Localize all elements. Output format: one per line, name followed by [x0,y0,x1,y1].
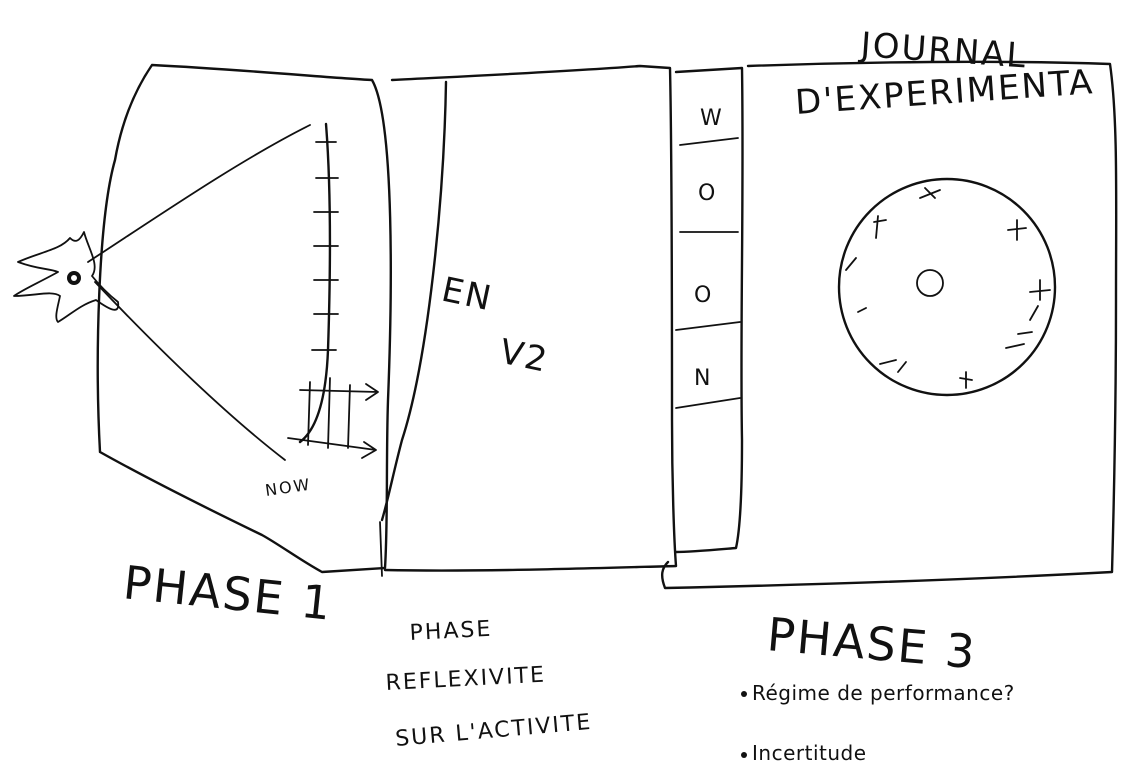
phase1-arrow-upper [300,384,378,400]
phase3-bullet-2: Incertitude [752,741,867,764]
letter-strip-letter-3: O [694,283,713,308]
phase2-panel-text-line2: V2 [496,332,552,381]
phase3-panel: JOURNAL D'EXPERIMENTA PHASE 3 [662,25,1116,764]
dial-icon [839,179,1055,395]
letter-strip-letter-2: O [698,181,717,206]
bullet-dot [741,691,747,697]
phase1-title: PHASE 1 [121,555,335,631]
phase1-view-line-lower [95,282,285,460]
phase2-panel-text-line1: EN [438,270,496,320]
phase3-title: PHASE 3 [765,607,979,679]
phase1-now-label: NOW [264,475,313,500]
letter-strip-letter-1: W [700,106,724,131]
phase3-bullet-list: Régime de performance? Incertitude [741,681,1015,764]
letter-strip-divider-1 [680,138,738,145]
letter-strip-letter-4: N [694,366,712,391]
phase1-view-line-upper [88,125,310,262]
phase3-bullet-1: Régime de performance? [752,681,1015,705]
phase2-title-line1: PHASE [409,617,493,646]
phase1-panel-border [98,65,391,572]
phase2-title-line2: REFLEXIVITE [385,663,547,696]
phase1-scale-ticks [312,142,338,350]
letter-strip: W O O N [676,68,743,552]
phase1-panel: NOW PHASE 1 [14,65,391,631]
phase1-stack-lines [308,378,350,448]
phase2-title-line3: SUR L'ACTIVITE [394,710,593,752]
phase1-time-scale [300,124,330,442]
letter-strip-divider-3 [676,322,740,330]
phase2-panel: EN V2 PHASE REFLEXIVITE SUR L'ACTIVITE [380,66,676,752]
bullet-dot [741,752,747,758]
letter-strip-divider-4 [676,398,740,408]
phase3-header-line2: D'EXPERIMENTA [794,62,1096,123]
